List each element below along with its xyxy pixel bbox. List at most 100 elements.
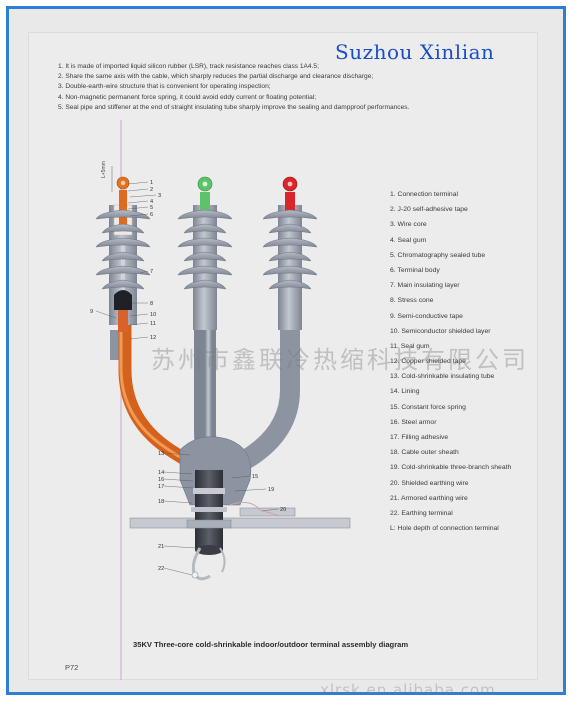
legend-item: 16. Steel armor [390, 418, 437, 426]
callout-number: 21 [158, 544, 164, 550]
callout-number: 11 [150, 321, 156, 327]
note-item: 1. It is made of imported liquid silicon… [58, 63, 319, 70]
dimension-label: L+5mm [101, 161, 107, 178]
legend-item: 5. Chromatography sealed tube [390, 251, 486, 259]
insulator-shed [268, 223, 312, 234]
brand-title: Suzhou Xinlian [335, 40, 495, 64]
callout-number: 15 [252, 474, 258, 480]
callout-number: 9 [90, 309, 93, 315]
watermark-text: 苏州市鑫联冷热缩科技有限公司 [151, 346, 529, 374]
earthing-wire-2 [219, 547, 226, 573]
insulator-shed [101, 223, 145, 234]
callout-leader [163, 545, 197, 549]
callout-number: 3 [158, 193, 161, 199]
note-item: 3. Double-earth-wire structure that is c… [58, 83, 271, 91]
insulator-shed [268, 251, 312, 262]
legend-item: 19. Cold-shrinkable three-branch sheath [390, 464, 512, 472]
spring-clamp [193, 488, 225, 494]
callout-leader [139, 270, 149, 274]
callout-number: 13 [158, 451, 164, 457]
legend-item: 11. Seal gum [390, 342, 430, 350]
insulator-shed [177, 265, 233, 276]
insulator-shed [183, 279, 227, 290]
note-item: 2. Share the same axis with the cable, w… [58, 73, 374, 81]
support-bar [129, 517, 351, 529]
callout-number: 20 [280, 507, 286, 513]
callout-leader [234, 488, 267, 492]
callout-leader [129, 322, 149, 326]
note-item: 5. Seal pipe and stiffener at the end of… [58, 103, 410, 111]
insulator-shed [177, 237, 233, 248]
earthing-terminal [191, 571, 199, 579]
callout-number: 22 [158, 566, 164, 572]
callout-number: 6 [150, 212, 153, 218]
legend-item: L: Hole depth of connection terminal [390, 525, 499, 533]
legend-item: 18. Cable outer sheath [390, 449, 459, 457]
insulator-shed [177, 209, 233, 220]
insulator-shed [262, 209, 318, 220]
insulator-shed [262, 265, 318, 276]
insulator-shed [262, 237, 318, 248]
legend-item: 15. Constant force spring [390, 403, 466, 411]
callout-leader [163, 567, 193, 576]
callout-leader [129, 213, 149, 217]
parts-legend: 1. Connection terminal 2. J-20 self-adhe… [390, 191, 511, 540]
cable-end [195, 545, 223, 555]
callout-leader [163, 452, 191, 456]
legend-item: 9. Semi-conductive tape [390, 312, 463, 320]
callout-number: 8 [150, 301, 153, 307]
callout-leader [163, 485, 194, 489]
diagram-caption: 35KV Three-core cold-shrinkable indoor/o… [133, 640, 409, 649]
callout-number: 12 [150, 335, 156, 341]
callout-number: 4 [150, 199, 153, 205]
callout-number: 2 [150, 187, 153, 193]
callout-leader [129, 336, 149, 340]
clamp-band [186, 519, 232, 529]
insulator-shed [95, 265, 151, 276]
insulator-shed [183, 251, 227, 262]
note-item: 4. Non-magnetic permanent force spring, … [58, 93, 317, 101]
callout-leader [95, 310, 117, 319]
legend-item: 21. Armored earthing wire [390, 494, 468, 502]
page-number: P72 [65, 663, 79, 672]
legend-item: 22. Earthing terminal [390, 509, 453, 517]
callout-leader [127, 181, 149, 185]
legend-item: 6. Terminal body [390, 266, 440, 274]
callout-leader [127, 188, 149, 192]
legend-item: 1. Connection terminal [390, 191, 459, 198]
callout-leader [127, 206, 149, 210]
legend-item: 12. Copper shielded tape [390, 358, 466, 366]
legend-item: 20. Shielded earthing wire [390, 479, 469, 487]
callout-leader [231, 475, 251, 479]
legend-item: 10. Semiconductor shielded layer [390, 327, 491, 335]
callout-leader [129, 194, 157, 198]
shield-wire [229, 501, 281, 517]
callout-number: 18 [158, 499, 164, 505]
armor-clamp [191, 507, 227, 512]
insulator-shed [101, 279, 145, 290]
legend-item: 17. Filling adhesive [390, 434, 449, 441]
footer-url: xlrsk.en.alibaba.com [320, 681, 496, 699]
insulator-shed [268, 279, 312, 290]
legend-item: 3. Wire core [390, 221, 427, 229]
callout-leader [163, 478, 194, 482]
callout-number: 16 [158, 477, 164, 483]
callout-leader [163, 500, 193, 504]
insulator-shed [95, 237, 151, 248]
callout-number: 10 [150, 312, 156, 318]
callout-leader [127, 200, 149, 204]
callout-number: 17 [158, 484, 164, 490]
legend-item: 2. J-20 self-adhesive tape [390, 206, 468, 214]
insulator-shed [183, 223, 227, 234]
legend-item: 4. Seal gum [390, 236, 427, 244]
legend-item: 14. Lining [390, 388, 420, 396]
feature-notes: 1. It is made of imported liquid silicon… [58, 62, 498, 113]
callout-leader [261, 508, 279, 512]
legend-item: 8. Stress cone [390, 297, 434, 305]
callout-number: 1 [150, 180, 153, 186]
callout-number: 14 [158, 470, 164, 476]
callout-number: 5 [150, 205, 153, 211]
insulator-shed [101, 251, 145, 262]
callout-number: 7 [150, 269, 153, 275]
